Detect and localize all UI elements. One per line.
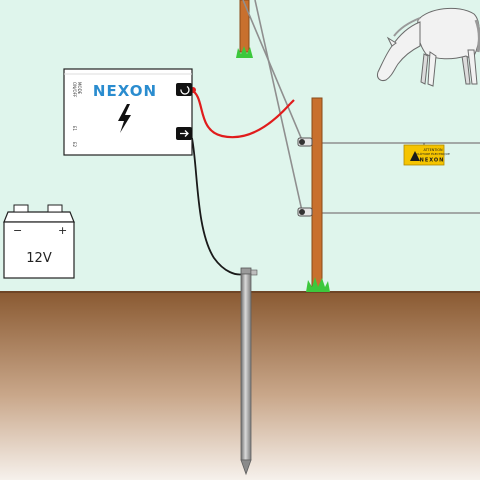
energizer-side-labels: ON/OFF MODE E1 E2 xyxy=(72,82,82,148)
energizer-label-mode: MODE xyxy=(77,82,82,95)
warning-sign-line1: ATTENTION xyxy=(423,148,443,152)
warning-triangle-icon xyxy=(410,151,420,161)
energizer-label-e1: E1 xyxy=(72,126,77,132)
ground-lead-wire xyxy=(191,137,245,276)
ground-rod xyxy=(240,267,258,476)
near-fence-post xyxy=(306,97,330,292)
energizer-unit: NEXON ON/OFF MODE E1 E2 xyxy=(63,68,193,156)
arrow-terminal-icon xyxy=(176,127,192,140)
insulator-bottom xyxy=(297,207,313,217)
horse-illustration xyxy=(377,7,480,87)
warning-sign-brand: NEXON xyxy=(420,158,445,164)
far-fence-post xyxy=(236,0,253,58)
warning-sign: ATTENTION CLÔTURE ÉLECTRIQUE NEXON xyxy=(403,143,450,166)
battery-voltage-label: 12V xyxy=(26,251,52,266)
soil-ground xyxy=(0,292,480,480)
battery-plus-sign: + xyxy=(58,224,67,237)
insulator-top xyxy=(297,137,313,147)
live-lead-wire xyxy=(190,88,291,139)
energizer-label-e2: E2 xyxy=(72,142,77,148)
crescent-terminal-icon xyxy=(176,83,192,96)
warning-sign-line2: CLÔTURE ÉLECTRIQUE xyxy=(416,151,450,156)
energizer-brand-logo: NEXON xyxy=(93,82,157,100)
battery-minus-sign: − xyxy=(13,224,22,237)
battery-12v: − + 12V xyxy=(3,204,75,279)
energizer-label-onoff: ON/OFF xyxy=(72,82,77,98)
fence-wires xyxy=(242,0,480,214)
lightning-bolt-icon xyxy=(118,104,131,133)
